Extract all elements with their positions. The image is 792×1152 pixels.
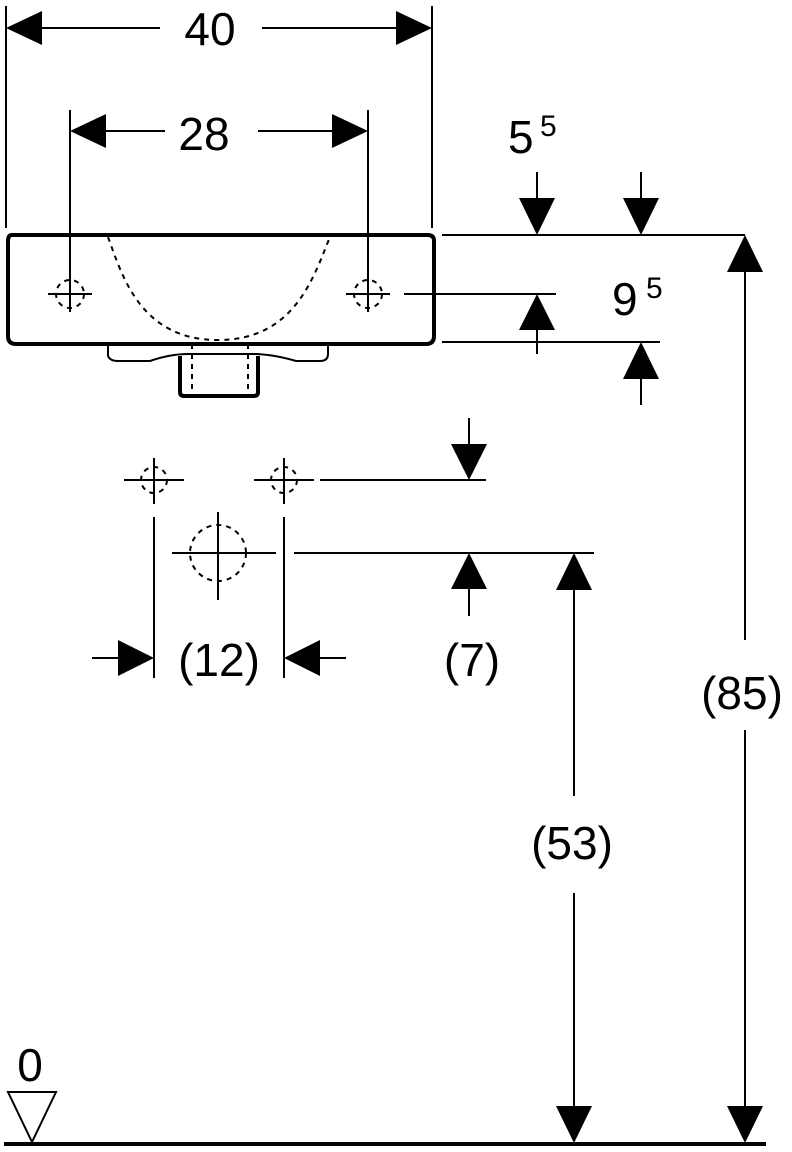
rim-arrow-left <box>519 198 555 235</box>
width-dimension: 40 <box>5 3 433 228</box>
supply-spacing-dimension: (12) <box>92 517 346 686</box>
width-total-label: 40 <box>184 3 235 55</box>
spacing-arrow-right <box>332 114 368 148</box>
hole-height-label: 9 <box>612 273 638 325</box>
hole-spacing-dimension: 28 <box>69 108 369 312</box>
supply-left-icon <box>124 458 184 504</box>
supply-spacing-label: (12) <box>178 634 260 686</box>
floor-level-marker-icon <box>6 1091 58 1145</box>
supply-offset-arrow-down <box>451 444 487 480</box>
drain-height-label: (53) <box>531 817 613 869</box>
hole-height-arrow-up <box>519 294 555 330</box>
supply-right-icon <box>254 458 314 504</box>
drain-height-dimension: (53) <box>531 553 613 1143</box>
tap-hole-right-icon <box>346 276 390 312</box>
hole-spacing-label: 28 <box>178 108 229 160</box>
spacing-arrow-left <box>70 114 106 148</box>
rim-offset-dimension: 5 5 <box>442 110 745 236</box>
hole-height-arrow-lower <box>623 342 659 379</box>
width-arrow-left <box>6 11 42 45</box>
rim-offset-superscript: 5 <box>540 110 557 143</box>
drain-connection-icon <box>172 512 276 600</box>
supply-offset-dimension: (7) <box>294 418 594 686</box>
rim-offset-label: 5 <box>508 111 534 163</box>
supply-spacing-arrow-right <box>284 640 320 676</box>
overall-height-arrow-bottom <box>727 1106 763 1143</box>
drain-height-arrow-top <box>556 553 592 590</box>
width-arrow-right <box>396 11 432 45</box>
tap-hole-left-icon <box>48 276 92 312</box>
overall-height-dimension: (85) <box>701 235 783 1143</box>
supply-offset-label: (7) <box>444 634 500 686</box>
floor-level-label: 0 <box>17 1039 43 1091</box>
overall-height-label: (85) <box>701 667 783 719</box>
hole-height-dimension: 9 5 <box>404 272 663 405</box>
supply-spacing-arrow-left <box>118 640 154 676</box>
drain-height-arrow-bottom <box>556 1106 592 1143</box>
rim-arrow-right <box>623 198 659 235</box>
basin-outline <box>6 233 436 398</box>
supply-offset-arrow-up <box>451 553 487 589</box>
overall-height-arrow-top <box>727 235 763 272</box>
hole-height-superscript: 5 <box>646 272 663 305</box>
